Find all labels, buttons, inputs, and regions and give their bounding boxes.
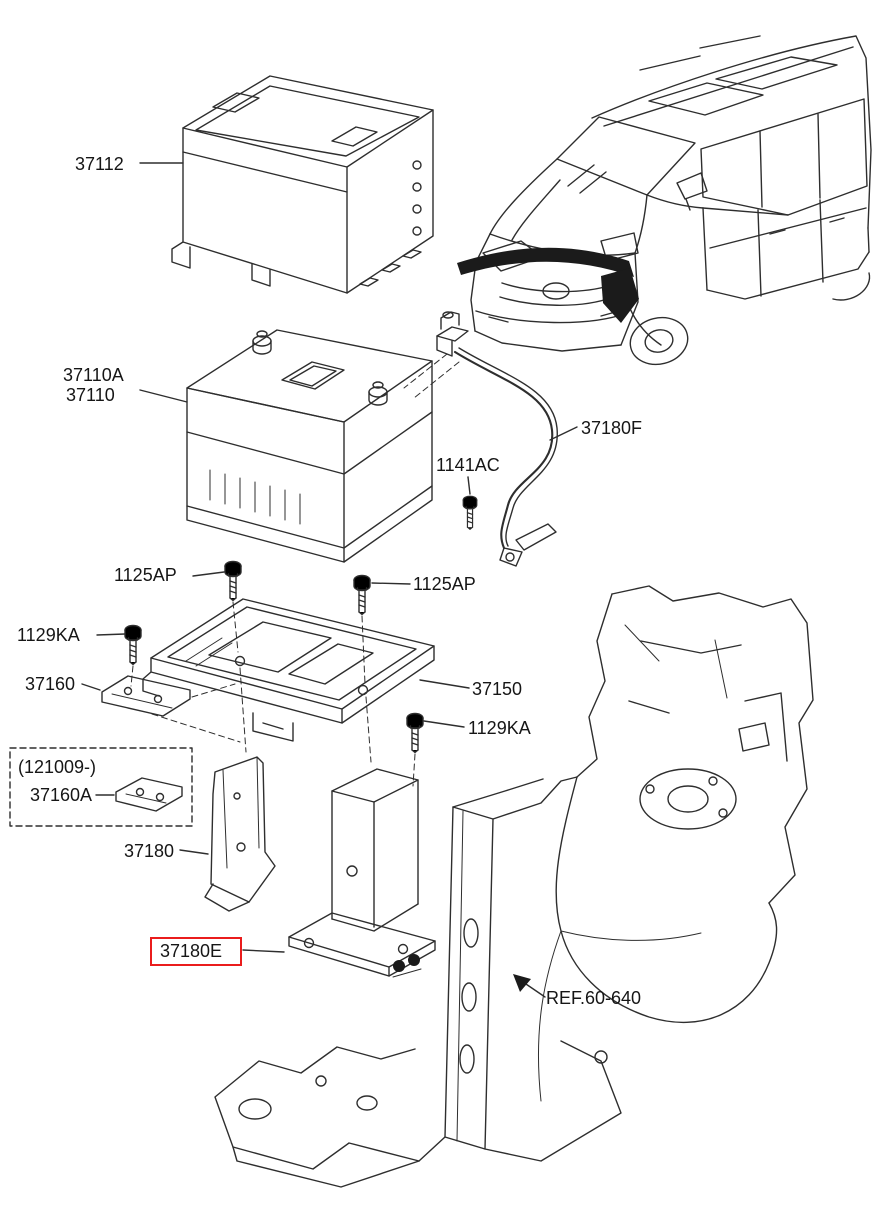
bracket-37180e-drawing [288,768,436,977]
callout-1125ap-left[interactable]: 1125AP [114,565,177,585]
callout-37160a[interactable]: 37160A [30,785,92,805]
variant-date-range: (121009-) [18,757,96,777]
bracket-37180-drawing [204,756,276,912]
callout-37110[interactable]: 37110 [66,385,115,405]
callout-1141ac[interactable]: 1141AC [436,455,500,475]
bracket-37160-drawing [101,675,191,717]
ref-arrowhead-icon [513,974,531,992]
callout-37180[interactable]: 37180 [124,841,174,861]
assembly-dashed-lines [130,353,460,787]
battery-cable-drawing [436,311,558,567]
callout-ref-60-640[interactable]: REF.60-640 [546,988,641,1008]
clip-detail [408,954,420,966]
variant-box-drawing [9,747,193,827]
leader-lines [81,162,578,998]
battery-drawing [186,329,433,563]
callout-37180e[interactable]: 37180E [160,941,222,961]
callout-labels: 37112 37110A 37110 37180F 1141AC 1125AP … [17,154,642,1008]
bolt-1125ap-right-drawing [353,574,371,616]
bolt-1129ka-right-drawing [406,712,424,754]
callout-1129ka-right[interactable]: 1129KA [468,718,531,738]
callout-37160[interactable]: 37160 [25,674,75,694]
fender-apron-drawing [214,585,814,1188]
callout-37150[interactable]: 37150 [472,679,522,699]
callout-37180f[interactable]: 37180F [581,418,642,438]
callout-1129ka-left[interactable]: 1129KA [17,625,80,645]
battery-location-arrow-icon [601,268,639,323]
highlight-box-37180e [150,937,242,966]
callout-37110a[interactable]: 37110A [63,365,124,385]
vehicle-drawing [457,35,872,366]
battery-cover-drawing [171,75,434,294]
diagram-art [9,35,872,1188]
callout-1125ap-right[interactable]: 1125AP [413,574,476,594]
battery-tray-drawing [142,598,435,742]
clip-detail [393,960,405,972]
bolt-1129ka-left-drawing [124,624,142,666]
callout-37112[interactable]: 37112 [75,154,124,174]
bolt-1141ac-drawing [462,495,478,530]
battery-location-swoosh [457,247,634,277]
bolt-1125ap-left-drawing [224,560,242,602]
